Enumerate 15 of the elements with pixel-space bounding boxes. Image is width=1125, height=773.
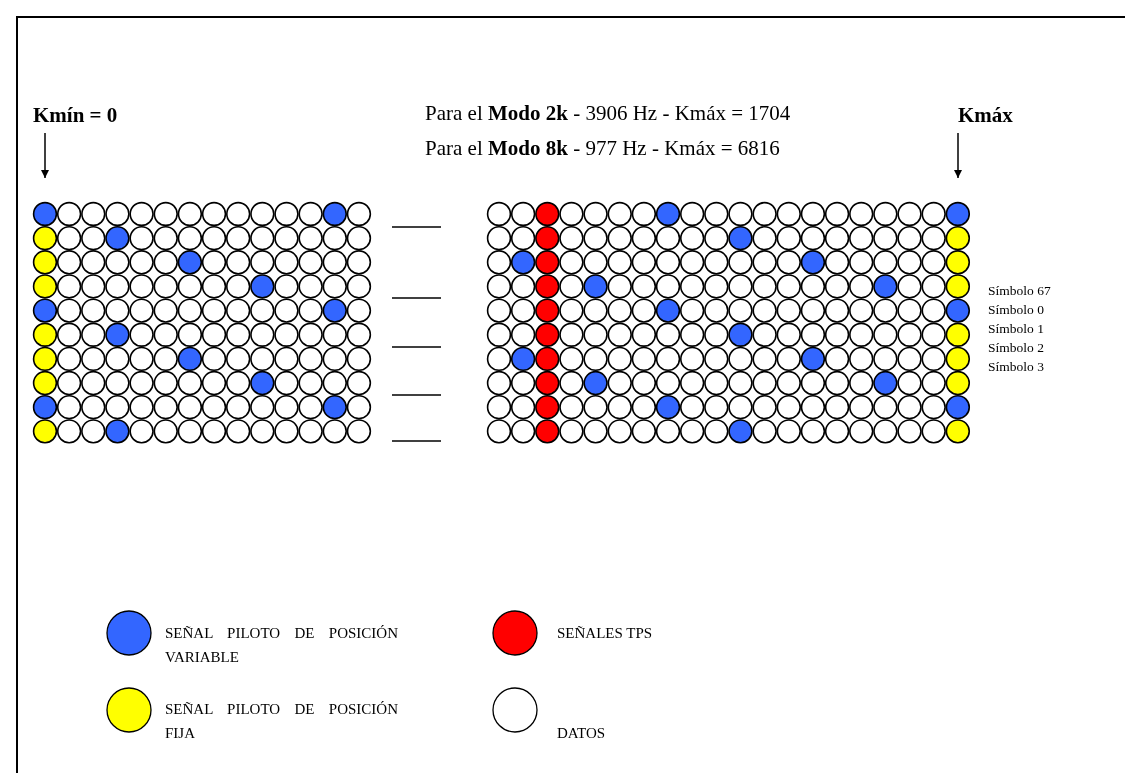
legend-text: SEÑALES TPS bbox=[557, 624, 654, 643]
arrow bbox=[954, 132, 962, 179]
symbol-label: Símbolo 0 bbox=[988, 302, 1044, 319]
mode-caption: Para el Modo 2k - 3906 Hz - Kmáx = 1704 bbox=[425, 100, 791, 127]
symbol-label: Símbolo 67 bbox=[988, 283, 1051, 300]
symbol-label: Símbolo 2 bbox=[988, 340, 1044, 357]
legend-text: SEÑAL PILOTO DE POSICIÓN FIJA bbox=[165, 700, 398, 743]
mode-caption: Para el Modo 8k - 977 Hz - Kmáx = 6816 bbox=[425, 135, 780, 162]
arrow bbox=[41, 132, 49, 179]
axis-end-label: Kmáx bbox=[958, 103, 1013, 127]
legend-text: DATOS bbox=[557, 724, 607, 743]
symbol-label: Símbolo 1 bbox=[988, 321, 1044, 338]
axis-end-label: Kmín = 0 bbox=[33, 103, 118, 127]
legend-text: SEÑAL PILOTO DE POSICIÓN VARIABLE bbox=[165, 624, 398, 667]
symbol-label: Símbolo 3 bbox=[988, 359, 1044, 376]
